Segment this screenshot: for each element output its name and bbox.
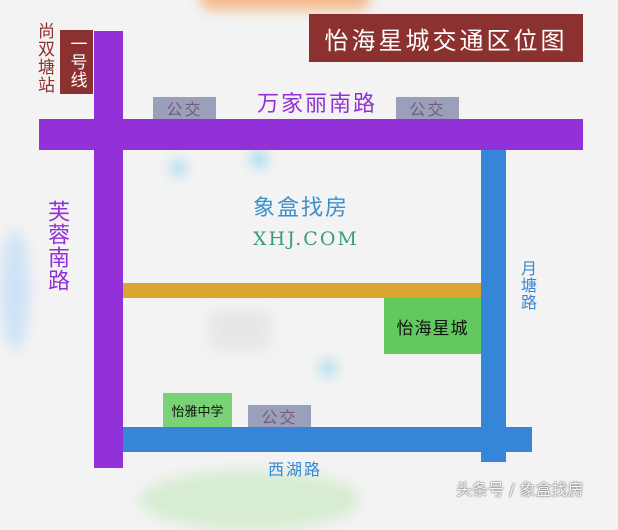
poi-yiya-school-label: 怡雅中学 xyxy=(171,404,224,420)
road-west-purple xyxy=(94,31,123,468)
background-map-blob xyxy=(250,150,268,168)
metro-station-label: 尚双塘站 xyxy=(34,22,54,94)
road-south-blue xyxy=(123,427,532,452)
background-map-blob xyxy=(200,0,370,10)
road-label-east: 月塘路 xyxy=(518,260,537,311)
poi-yiya-school: 怡雅中学 xyxy=(163,393,232,427)
bus-stop-north-east: 公交 xyxy=(396,97,459,119)
road-east-blue xyxy=(481,150,506,462)
road-label-south: 西湖路 xyxy=(268,460,323,479)
background-map-blob xyxy=(0,230,30,350)
watermark-name: 象盒找房 xyxy=(253,196,350,221)
road-middle-orange xyxy=(123,283,481,298)
road-north-purple xyxy=(39,119,583,150)
road-label-north: 万家丽南路 xyxy=(257,92,378,117)
poi-yihai-xingcheng-label: 怡海星城 xyxy=(396,318,469,339)
background-map-blob xyxy=(210,310,270,350)
watermark-domain: XHJ.COM xyxy=(253,228,359,250)
map-title: 怡海星城交通区位图 xyxy=(309,14,583,62)
metro-line-badge: 一号线 xyxy=(60,30,93,94)
background-map-blob xyxy=(170,160,186,176)
background-map-blob xyxy=(140,470,360,530)
road-label-west: 芙蓉南路 xyxy=(44,200,69,292)
metro-line-label: 一号线 xyxy=(66,35,87,89)
bus-stop-south: 公交 xyxy=(248,405,311,427)
poi-yihai-xingcheng: 怡海星城 xyxy=(384,298,481,354)
background-map-blob xyxy=(320,360,336,376)
bus-stop-north-west: 公交 xyxy=(153,97,216,119)
footer-credit: 头条号 / 象盒找房 xyxy=(456,480,584,499)
